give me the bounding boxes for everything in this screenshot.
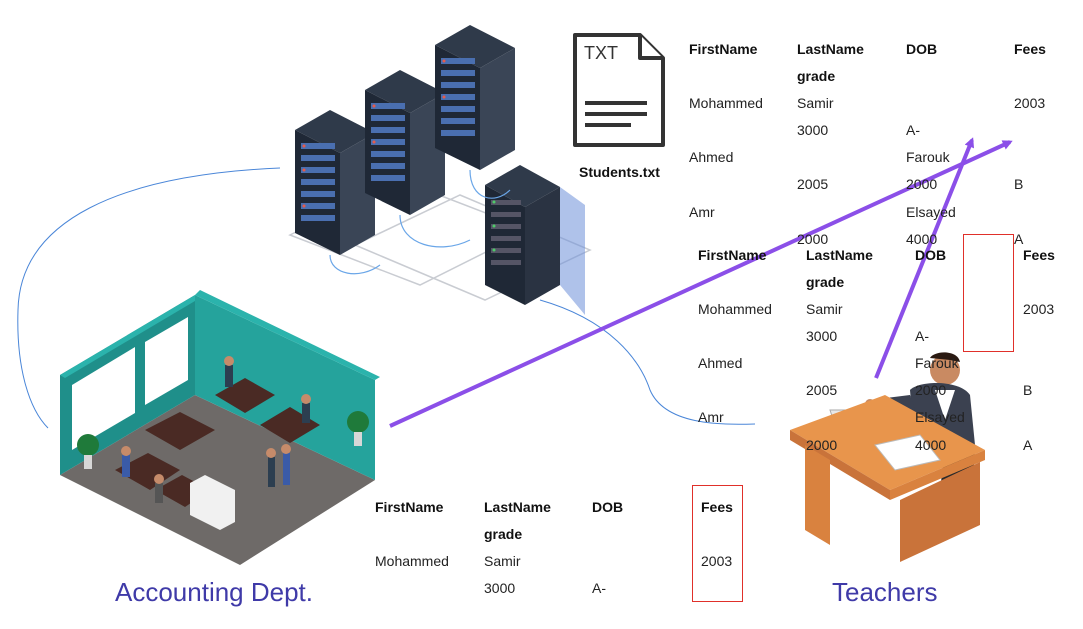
server-rack-2	[365, 70, 445, 215]
header-dob: DOB	[906, 41, 938, 57]
accounting-to-file-arrow	[389, 140, 1013, 428]
cell: Samir	[806, 301, 843, 317]
cell: Farouk	[906, 149, 950, 165]
cell: A	[1023, 437, 1033, 453]
cell: B	[1014, 176, 1024, 192]
server-rack-3	[435, 25, 515, 170]
server-cluster-illustration	[288, 25, 592, 315]
cell: 3000	[806, 328, 838, 344]
cell: 2000	[906, 176, 938, 192]
header-lastname: LastName	[484, 499, 551, 515]
cell: Amr	[698, 409, 724, 425]
cell: Mohammed	[689, 95, 763, 111]
teachers-to-file-arrow	[874, 137, 975, 379]
cell: 4000	[906, 231, 938, 247]
server-to-accounting-connector	[17, 167, 281, 429]
cell: Ahmed	[698, 355, 743, 371]
cell: Elsayed	[915, 409, 965, 425]
server-rack-open	[485, 165, 585, 315]
cell: 2003	[701, 553, 733, 569]
cell: 2003	[1014, 95, 1046, 111]
cell: 2005	[797, 176, 829, 192]
server-rack-1	[295, 110, 375, 255]
cell: 2005	[806, 382, 838, 398]
cell: 3000	[484, 580, 516, 596]
header-lastname: LastName	[797, 41, 864, 57]
cell: B	[1023, 382, 1033, 398]
office-illustration	[60, 290, 380, 565]
cell: Mohammed	[375, 553, 449, 569]
header-grade: grade	[484, 526, 523, 542]
header-fees: Fees	[701, 499, 733, 515]
header-lastname: LastName	[806, 247, 873, 263]
cell: 2000	[915, 382, 947, 398]
fees-highlight-box-accounting	[692, 485, 743, 602]
header-fees: Fees	[1023, 247, 1055, 263]
cell: 2000	[806, 437, 838, 453]
server-to-teachers-connector	[539, 299, 756, 425]
teachers-caption: Teachers	[832, 577, 938, 607]
header-firstname: FirstName	[698, 247, 767, 263]
cell: Farouk	[915, 355, 959, 371]
cell: 4000	[915, 437, 947, 453]
teacher-illustration	[790, 352, 985, 562]
cell: Samir	[484, 553, 521, 569]
header-firstname: FirstName	[689, 41, 758, 57]
header-fees: Fees	[1014, 41, 1046, 57]
cell: A-	[592, 580, 606, 596]
file-icon-text: TXT	[584, 43, 618, 63]
cell: A-	[915, 328, 929, 344]
cell: Mohammed	[698, 301, 772, 317]
cell: 2000	[797, 231, 829, 247]
file-label: Students.txt	[579, 164, 660, 180]
cell: Samir	[797, 95, 834, 111]
fees-highlight-box-teachers	[963, 234, 1014, 352]
cell: Amr	[689, 204, 715, 220]
header-dob: DOB	[592, 499, 624, 515]
header-dob: DOB	[915, 247, 947, 263]
cell: Ahmed	[689, 149, 734, 165]
header-grade: grade	[806, 274, 845, 290]
txt-file-icon	[573, 33, 665, 147]
cell: A-	[906, 122, 920, 138]
cell: A	[1014, 231, 1024, 247]
cell: 2003	[1023, 301, 1055, 317]
cell: Elsayed	[906, 204, 956, 220]
cell: 3000	[797, 122, 829, 138]
accounting-caption: Accounting Dept.	[115, 577, 314, 607]
header-grade: grade	[797, 68, 836, 84]
header-firstname: FirstName	[375, 499, 444, 515]
